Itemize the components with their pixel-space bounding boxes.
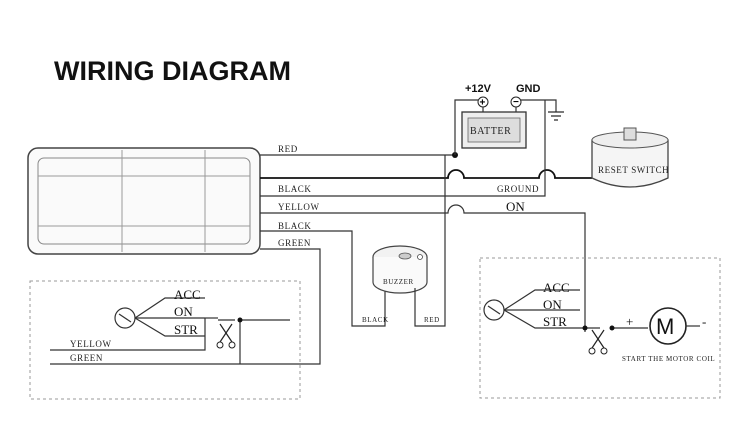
battery-negative-label: GND xyxy=(516,83,541,95)
wire-label-on: ON xyxy=(506,199,525,214)
wire-label-black-top: BLACK xyxy=(278,184,312,194)
buzzer: BUZZER xyxy=(372,245,428,294)
wire-buzzer-red xyxy=(414,155,446,327)
buzzer-wire-red: RED xyxy=(424,316,440,324)
wire-label-yellow: YELLOW xyxy=(278,202,320,212)
reset-switch: RESET SWITCH xyxy=(591,127,669,188)
wire-label-ground: GROUND xyxy=(497,184,539,194)
left-green-label: GREEN xyxy=(70,353,103,363)
left-green-wire xyxy=(239,319,290,364)
battery-positive-label: +12V xyxy=(465,83,492,95)
wire-label-green: GREEN xyxy=(278,238,311,248)
right-ignition-switch: ACC ON STR xyxy=(483,280,580,329)
buzzer-label: BUZZER xyxy=(383,278,414,286)
wire-yellow: YELLOW ON xyxy=(260,199,586,332)
wire-label-red: RED xyxy=(278,144,298,154)
motor: M xyxy=(649,307,687,345)
motor-caption: START THE MOTOR COIL xyxy=(622,355,715,363)
motor-plus-label: + xyxy=(626,314,633,329)
buzzer-wire-black: BLACK xyxy=(362,316,389,324)
svg-text:+: + xyxy=(480,98,486,109)
right-acc-label: ACC xyxy=(543,280,570,295)
left-on-label: ON xyxy=(174,304,193,319)
wire-black-buzzer: BLACK xyxy=(260,221,386,327)
right-cut-scissors-icon xyxy=(588,329,608,355)
ground-icon xyxy=(548,111,564,121)
wire-label-black-2: BLACK xyxy=(278,221,312,231)
svg-text:−: − xyxy=(513,97,519,108)
wire-red: RED xyxy=(260,144,458,158)
left-acc-label: ACC xyxy=(174,287,201,302)
wire-battery-minus xyxy=(520,99,557,112)
motor-symbol: M xyxy=(656,314,674,339)
battery-label: BATTER xyxy=(470,126,511,137)
reset-switch-label: RESET SWITCH xyxy=(598,165,669,175)
page-title: WIRING DIAGRAM xyxy=(54,56,291,86)
left-yellow-label: YELLOW xyxy=(70,339,112,349)
left-ignition-switch: ACC ON STR xyxy=(114,287,205,337)
left-str-label: STR xyxy=(174,322,198,337)
wire-green: GREEN xyxy=(240,238,321,365)
control-unit xyxy=(27,147,261,255)
left-ignition-panel xyxy=(29,280,301,400)
left-yellow-wire xyxy=(50,318,206,351)
right-str-label: STR xyxy=(543,314,567,329)
wire-black-main xyxy=(260,169,592,179)
wire-ground-up xyxy=(530,100,546,197)
left-cut-scissors-icon xyxy=(216,323,236,349)
motor-minus-label: - xyxy=(702,314,706,329)
right-motor-panel xyxy=(479,257,721,399)
wire-battery-plus xyxy=(454,99,478,155)
battery: BATTER +12V GND + − xyxy=(461,83,541,149)
right-on-label: ON xyxy=(543,297,562,312)
